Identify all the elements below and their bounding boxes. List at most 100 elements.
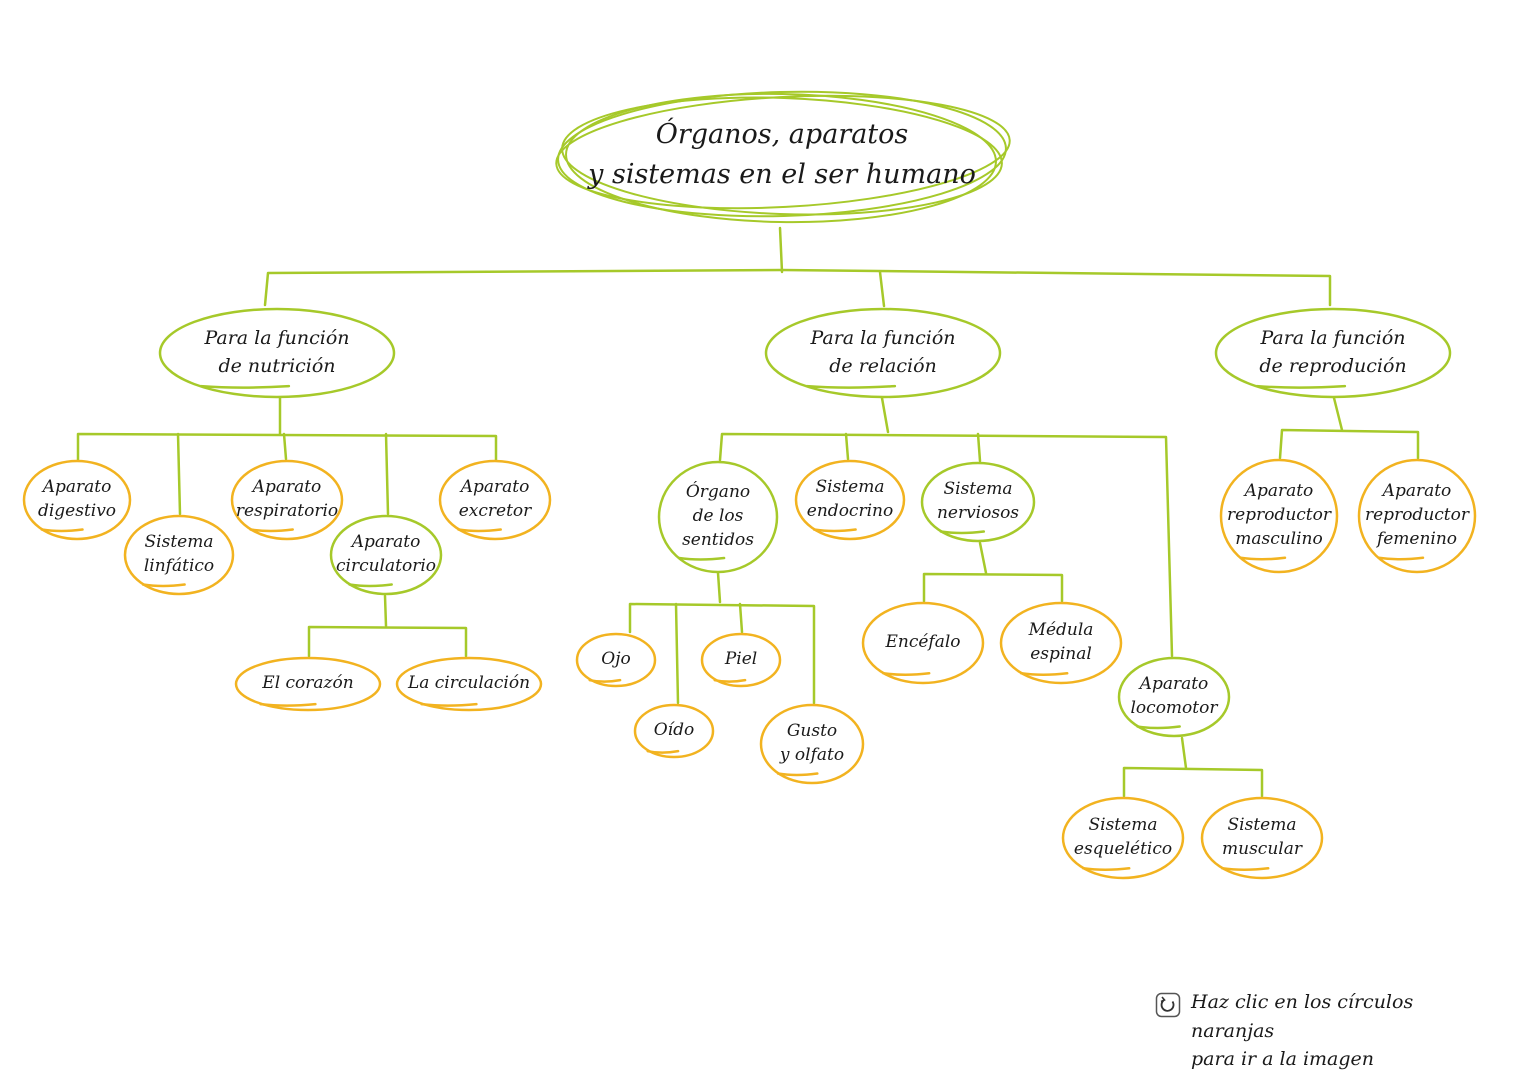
label-line: esquelético <box>1073 839 1173 859</box>
circulatorio-ring <box>329 514 443 596</box>
respiratorio-underline <box>249 528 294 533</box>
label-line: de reprodución <box>1259 355 1407 377</box>
oido-ring <box>633 703 715 759</box>
label-line: excretor <box>458 501 532 521</box>
nervioso-underline <box>939 530 986 535</box>
label-line: nerviosos <box>936 503 1020 523</box>
connector-line <box>1180 736 1188 770</box>
node-encefalo[interactable]: Encéfalo <box>861 601 985 685</box>
medula-underline <box>1020 671 1069 676</box>
sentidos-ring <box>657 460 779 574</box>
root-scribble-ellipse <box>555 90 1011 224</box>
refresh-icon <box>1155 992 1181 1018</box>
label-line: Sistema <box>1227 815 1297 836</box>
excretor-ring <box>438 459 552 541</box>
ojo-ring <box>575 632 657 688</box>
esqueletico-underline <box>1082 866 1131 871</box>
sentidos-underline <box>677 556 726 561</box>
node-el-corazon[interactable]: El corazón <box>234 656 382 712</box>
digestivo-ring <box>22 459 132 541</box>
corazon-ring <box>234 656 382 712</box>
digestivo-underline <box>40 528 84 533</box>
node-aparato-excretor[interactable]: Aparato excretor <box>438 459 552 541</box>
circulacion-underline <box>420 702 478 707</box>
label-line: Órgano <box>685 482 751 503</box>
label-line: Gusto <box>786 721 838 742</box>
encefalo-underline <box>882 671 931 676</box>
label-line: La circulación <box>407 673 531 694</box>
label-line: Aparato <box>351 532 421 553</box>
label-line: Aparato <box>460 477 530 498</box>
connector-line <box>674 602 680 705</box>
ojo-underline <box>588 678 622 683</box>
label-line: Oído <box>653 720 695 741</box>
connector-line <box>263 268 1332 307</box>
root-node: Órganos, aparatos y sistemas en el ser h… <box>552 82 1012 227</box>
node-piel[interactable]: Piel <box>700 632 782 688</box>
encefalo-label: Encéfalo <box>885 631 960 655</box>
label-line: Aparato <box>252 477 322 498</box>
node-la-circulacion[interactable]: La circulación <box>395 656 543 712</box>
nervioso-ring <box>920 461 1036 543</box>
nutricion-label: Para la función de nutrición <box>204 325 349 380</box>
connector-line <box>976 432 982 463</box>
label-line: Encéfalo <box>885 632 961 653</box>
instruction-text: Haz clic en los círculos naranjas para i… <box>1191 991 1414 1070</box>
label-line: linfático <box>143 556 215 576</box>
oido-underline <box>646 749 680 754</box>
label-line: Para la función <box>204 327 350 350</box>
label-line: locomotor <box>1130 698 1218 718</box>
piel-label: Piel <box>725 648 757 672</box>
rep-masculino-underline <box>1239 556 1287 561</box>
label-line: Para la función <box>1260 327 1406 350</box>
label-line: Para la función <box>810 327 956 350</box>
piel-ring <box>700 632 782 688</box>
relacion-underline <box>805 384 897 389</box>
root-title: Órganos, aparatos y sistemas en el ser h… <box>588 119 976 190</box>
connector-line <box>1122 766 1264 798</box>
piel-underline <box>713 678 747 683</box>
label-line: endocrino <box>806 501 894 521</box>
label-line: Aparato <box>1244 481 1314 502</box>
gusto-underline <box>776 772 819 777</box>
label-line: de nutrición <box>218 355 336 377</box>
gusto-ring <box>759 703 865 785</box>
label-line: Piel <box>724 649 758 670</box>
linfatico-ring <box>123 514 235 596</box>
node-oido[interactable]: Oído <box>633 703 715 759</box>
corazon-label: El corazón <box>262 672 353 696</box>
label-line: muscular <box>1222 839 1302 859</box>
node-ojo[interactable]: Ojo <box>575 632 657 688</box>
node-sistema-muscular[interactable]: Sistema muscular <box>1200 796 1324 880</box>
rep-femenino-underline <box>1377 556 1425 561</box>
connector-line <box>716 571 722 604</box>
muscular-label: Sistema muscular <box>1222 814 1302 862</box>
connector-line <box>76 432 498 462</box>
label-line: sentidos <box>682 529 754 550</box>
excretor-label: Aparato excretor <box>459 476 532 524</box>
medula-ring <box>999 601 1123 685</box>
